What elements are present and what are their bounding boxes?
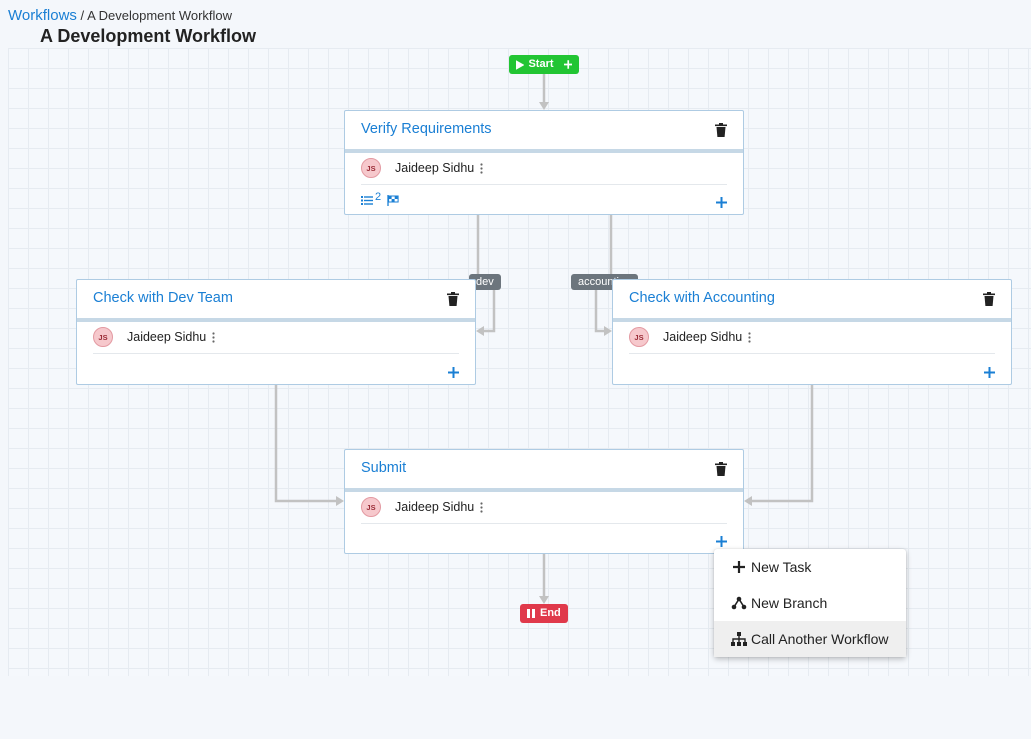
edge-label-dev: dev: [469, 274, 501, 290]
assignee-name: Jaideep Sidhu: [127, 330, 207, 344]
divider: [93, 353, 459, 354]
card-header: Check with Dev Team: [77, 280, 475, 322]
end-node[interactable]: End: [520, 604, 568, 623]
arrow-dev-submit: [336, 496, 344, 506]
page-title: A Development Workflow: [40, 26, 257, 46]
checklist-icon[interactable]: [361, 195, 373, 206]
add-icon[interactable]: [716, 536, 727, 547]
divider: [361, 184, 727, 185]
trash-icon[interactable]: [447, 292, 459, 306]
more-vertical-icon[interactable]: [480, 501, 483, 513]
menu-item-new-task[interactable]: New Task: [714, 549, 906, 585]
assignee-name: Jaideep Sidhu: [395, 500, 475, 514]
breadcrumb-workflows-link[interactable]: Workflows: [8, 7, 77, 24]
breadcrumb: Workflows / A Development Workflow: [8, 7, 232, 24]
task-title[interactable]: Check with Accounting: [629, 290, 775, 306]
assignee: JS Jaideep Sidhu: [93, 326, 215, 348]
card-header: Check with Accounting: [613, 280, 1011, 322]
task-title[interactable]: Submit: [361, 460, 407, 476]
play-icon: [516, 59, 525, 70]
task-meta: 2: [361, 191, 399, 206]
task-title[interactable]: Verify Requirements: [361, 121, 492, 137]
task-title[interactable]: Check with Dev Team: [93, 290, 233, 306]
pause-icon: [527, 609, 535, 618]
menu-item-label: New Task: [751, 559, 812, 575]
branch-icon: [731, 596, 747, 610]
edge-verify-accounting: [594, 215, 613, 333]
arrow-accounting-submit: [744, 496, 752, 506]
edge-dev-submit: [274, 385, 338, 503]
plus-icon: [733, 561, 745, 573]
add-menu: New Task New Branch Call Another Workflo…: [714, 549, 906, 657]
start-node[interactable]: Start: [509, 55, 579, 74]
edge-verify-dev: [476, 215, 496, 333]
menu-item-new-branch[interactable]: New Branch: [714, 585, 906, 621]
trash-icon[interactable]: [983, 292, 995, 306]
menu-item-label: Call Another Workflow: [751, 631, 889, 647]
more-vertical-icon[interactable]: [212, 331, 215, 343]
menu-item-call-another-workflow[interactable]: Call Another Workflow: [714, 621, 906, 657]
add-icon[interactable]: [984, 367, 995, 378]
card-header: Submit: [345, 450, 743, 492]
flag-checkered-icon[interactable]: [387, 195, 399, 206]
arrow-submit-end: [539, 596, 549, 604]
assignee: JS Jaideep Sidhu: [629, 326, 751, 348]
more-vertical-icon[interactable]: [480, 162, 483, 174]
avatar: JS: [361, 497, 381, 517]
avatar: JS: [629, 327, 649, 347]
arrow-start-verify: [539, 102, 549, 110]
task-card-verify-requirements[interactable]: Verify Requirements JS Jaideep Sidhu 2: [344, 110, 744, 215]
trash-icon[interactable]: [715, 123, 727, 137]
sitemap-icon: [731, 632, 747, 646]
edge-accounting-submit: [750, 385, 814, 503]
task-card-check-with-dev-team[interactable]: Check with Dev Team JS Jaideep Sidhu: [76, 279, 476, 385]
breadcrumb-separator: /: [80, 8, 85, 23]
trash-icon[interactable]: [715, 462, 727, 476]
divider: [361, 523, 727, 524]
assignee-name: Jaideep Sidhu: [395, 161, 475, 175]
end-label: End: [540, 607, 561, 619]
arrow-verify-accounting: [604, 326, 612, 336]
more-vertical-icon[interactable]: [748, 331, 751, 343]
avatar: JS: [361, 158, 381, 178]
plus-icon[interactable]: [563, 60, 572, 69]
assignee-name: Jaideep Sidhu: [663, 330, 743, 344]
arrow-verify-dev: [476, 326, 484, 336]
add-icon[interactable]: [448, 367, 459, 378]
task-card-check-with-accounting[interactable]: Check with Accounting JS Jaideep Sidhu: [612, 279, 1012, 385]
task-card-submit[interactable]: Submit JS Jaideep Sidhu: [344, 449, 744, 554]
checklist-count: 2: [375, 191, 382, 203]
divider: [629, 353, 995, 354]
avatar: JS: [93, 327, 113, 347]
breadcrumb-current: A Development Workflow: [87, 8, 233, 23]
add-icon[interactable]: [716, 197, 727, 208]
start-label: Start: [528, 58, 554, 70]
assignee: JS Jaideep Sidhu: [361, 496, 483, 518]
assignee: JS Jaideep Sidhu: [361, 157, 483, 179]
menu-item-label: New Branch: [751, 595, 828, 611]
card-header: Verify Requirements: [345, 111, 743, 153]
